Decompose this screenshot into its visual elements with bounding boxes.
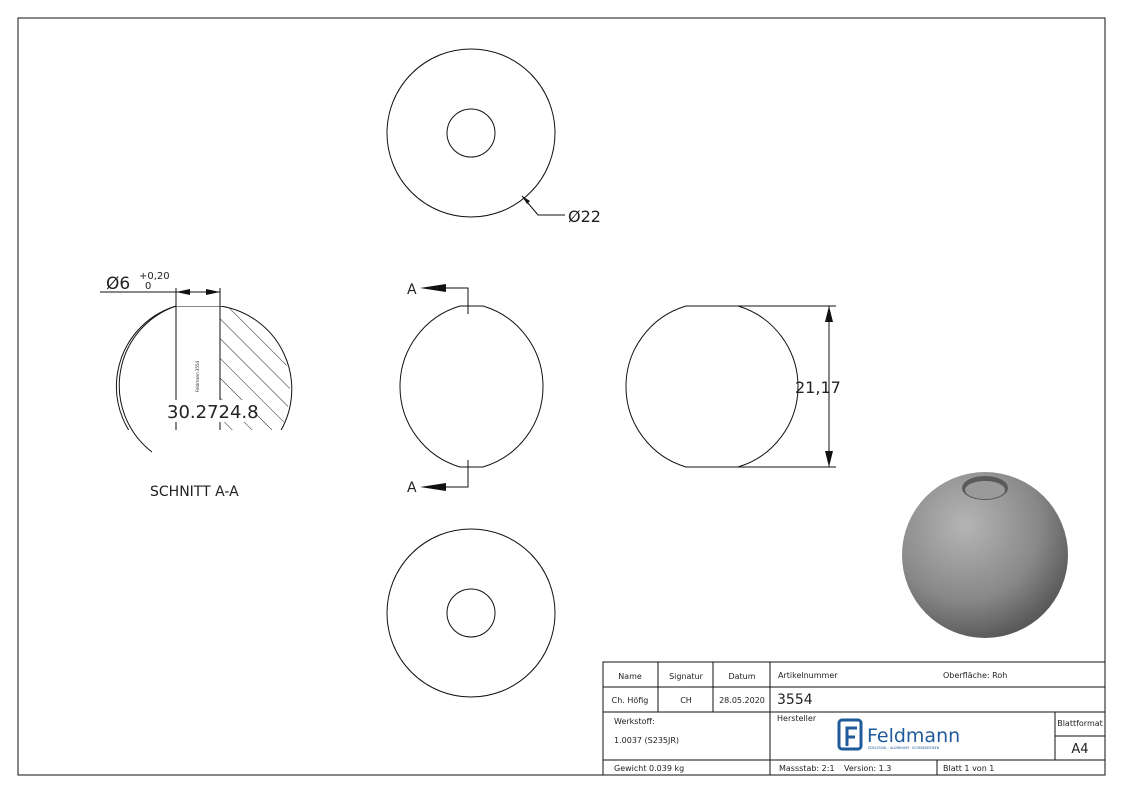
diameter-22-label: Ø22 <box>568 207 601 226</box>
weight-value: Gewicht 0.039 kg <box>614 764 684 773</box>
date-value: 28.05.2020 <box>719 696 765 705</box>
sheet-format-value: A4 <box>1071 742 1088 757</box>
engraving-text: Feldmann 3554 <box>195 360 200 392</box>
signature-value: CH <box>680 696 692 705</box>
overlay-readout: 30.2724.8 <box>167 402 259 423</box>
version-value: Version: 1.3 <box>844 764 891 773</box>
height-dimension-label: 21,17 <box>795 378 841 397</box>
name-header: Name <box>618 672 642 681</box>
section-label: SCHNITT A-A <box>150 484 239 500</box>
bottom-view <box>386 528 556 698</box>
surface-value: Oberfläche: Roh <box>943 671 1007 680</box>
feldmann-logo: Feldmann EDELSTAHL · ALUMINIUM · SCHMIED… <box>837 718 960 751</box>
sheet-number: Blatt 1 von 1 <box>943 764 994 773</box>
section-marker-bottom: A <box>407 480 417 496</box>
material-value: 1.0037 (S235JR) <box>614 736 679 745</box>
hole-diameter-label: Ø6 <box>106 274 130 294</box>
sheet-frame <box>17 17 1106 776</box>
logo-tagline: EDELSTAHL · ALUMINIUM · SCHMIEDEEISEN <box>868 746 940 750</box>
top-view: Ø22 <box>386 48 601 226</box>
signature-header: Signatur <box>669 672 704 681</box>
front-view: A A <box>399 282 544 496</box>
tolerance-upper: +0,20 <box>139 271 170 282</box>
name-value: Ch. Höfig <box>612 696 649 705</box>
article-number: 3554 <box>777 692 813 708</box>
section-view: Ø6 +0,20 0 Feldmann 3554 30.2724.8 SCHNI… <box>100 271 293 500</box>
date-header: Datum <box>728 672 755 681</box>
iso-render <box>902 472 1068 638</box>
logo-wordmark: Feldmann <box>867 725 960 747</box>
scale-value: Massstab: 2:1 <box>779 764 835 773</box>
sheet-format-label: Blattformat <box>1057 719 1103 728</box>
material-label: Werkstoff: <box>614 717 655 726</box>
title-block: Name Signatur Datum Ch. Höfig CH 28.05.2… <box>602 661 1106 776</box>
side-view: 21,17 <box>625 305 841 468</box>
manufacturer-label: Hersteller <box>777 714 817 723</box>
tolerance-lower: 0 <box>145 281 151 292</box>
article-label: Artikelnummer <box>778 671 838 680</box>
section-marker-top: A <box>407 282 417 298</box>
